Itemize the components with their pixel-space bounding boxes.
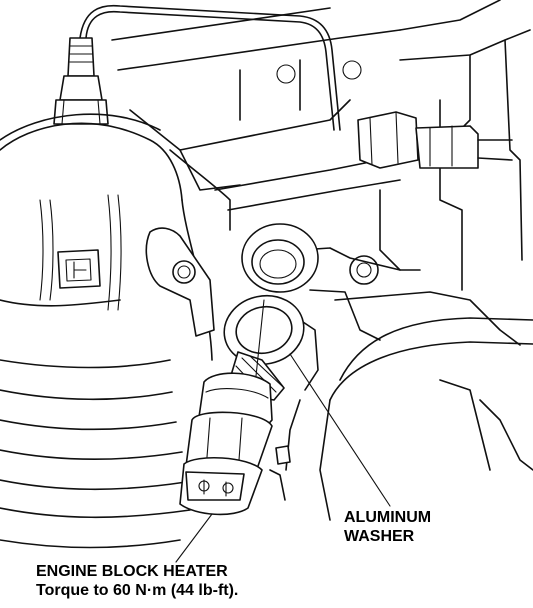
heater-torque-spec: Torque to 60 N·m (44 lb-ft).: [36, 582, 239, 599]
heater-label-line1: ENGINE BLOCK HEATER: [36, 563, 228, 580]
washer-label-line2: WASHER: [344, 528, 415, 545]
sensor-wire: [53, 4, 341, 131]
bracket: [145, 227, 215, 337]
lower-right-cover: [269, 317, 533, 521]
aluminum-washer-label: ALUMINUM WASHER: [344, 508, 431, 546]
engine-block-heater: [179, 351, 285, 516]
aluminum-washer: [223, 294, 305, 366]
harness-connector: [357, 111, 513, 169]
engine-block: [111, 0, 531, 391]
leader-lines: [175, 299, 391, 563]
cylinder-housing: [0, 113, 213, 549]
heater-port: [241, 223, 319, 293]
engine-block-heater-label: ENGINE BLOCK HEATER Torque to 60 N·m (44…: [36, 562, 238, 600]
washer-label-line1: ALUMINUM: [344, 509, 432, 526]
